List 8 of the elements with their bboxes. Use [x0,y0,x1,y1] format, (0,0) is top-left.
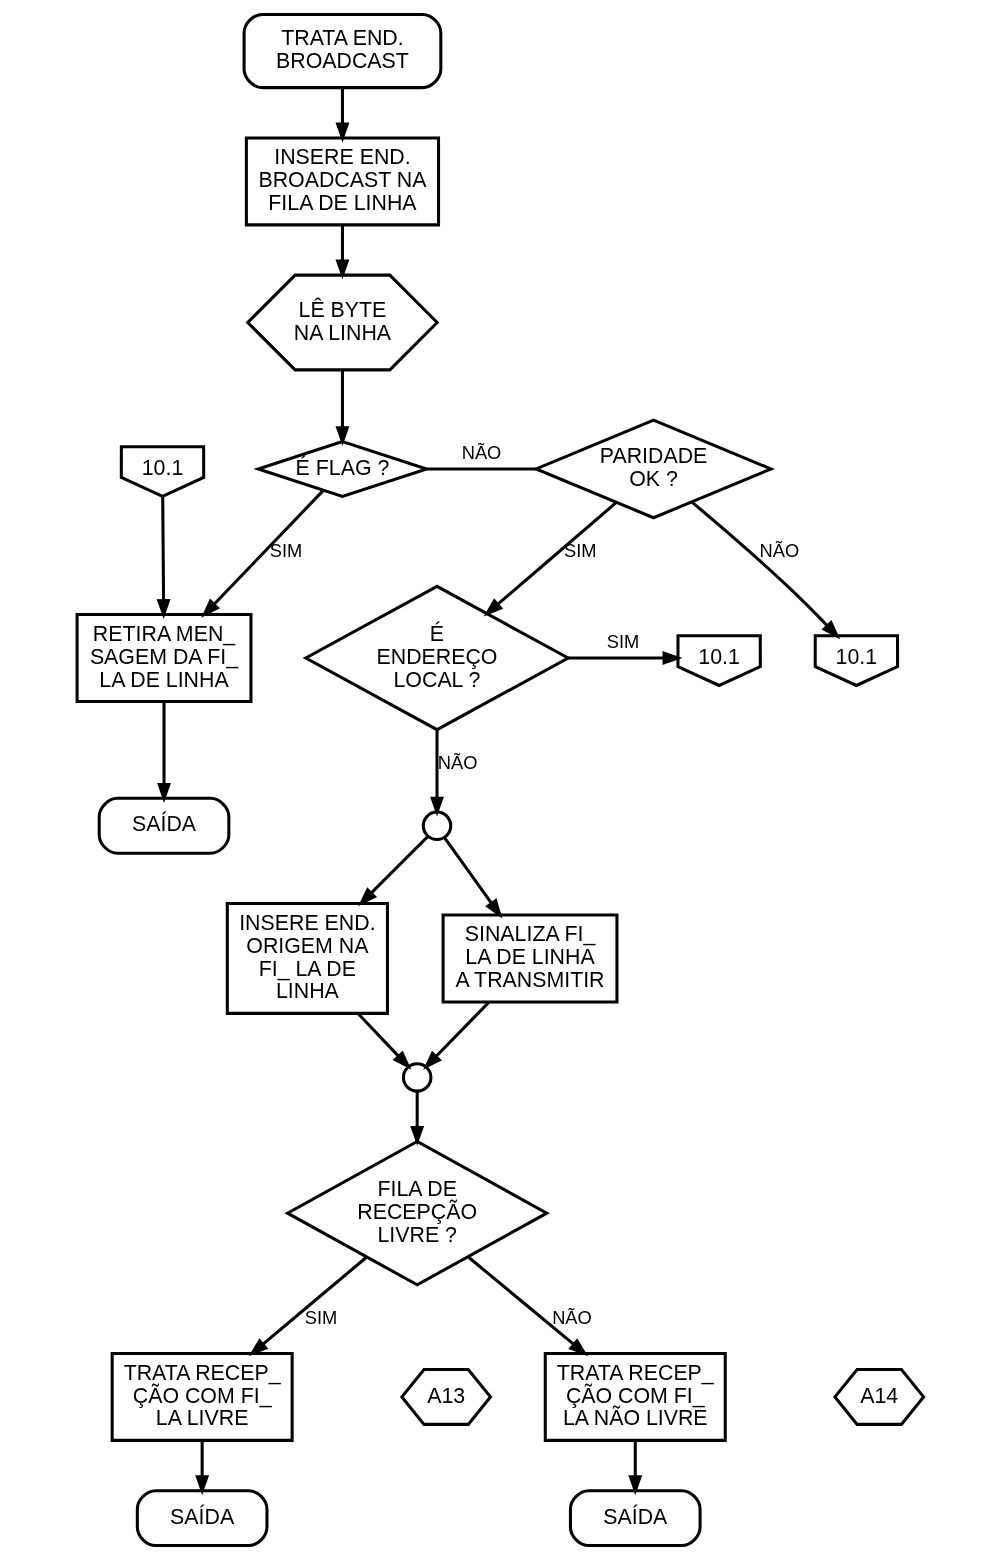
edge-label: SIM [606,631,640,653]
edge-label: SIM [564,539,597,561]
edge-label: NÃO [759,539,800,561]
edge-label: SIM [304,1306,338,1328]
edge-label: NÃO [437,751,478,773]
edge-label: NÃO [461,442,502,464]
edge-label: SIM [269,539,303,561]
edge-label: NÃO [552,1306,592,1328]
